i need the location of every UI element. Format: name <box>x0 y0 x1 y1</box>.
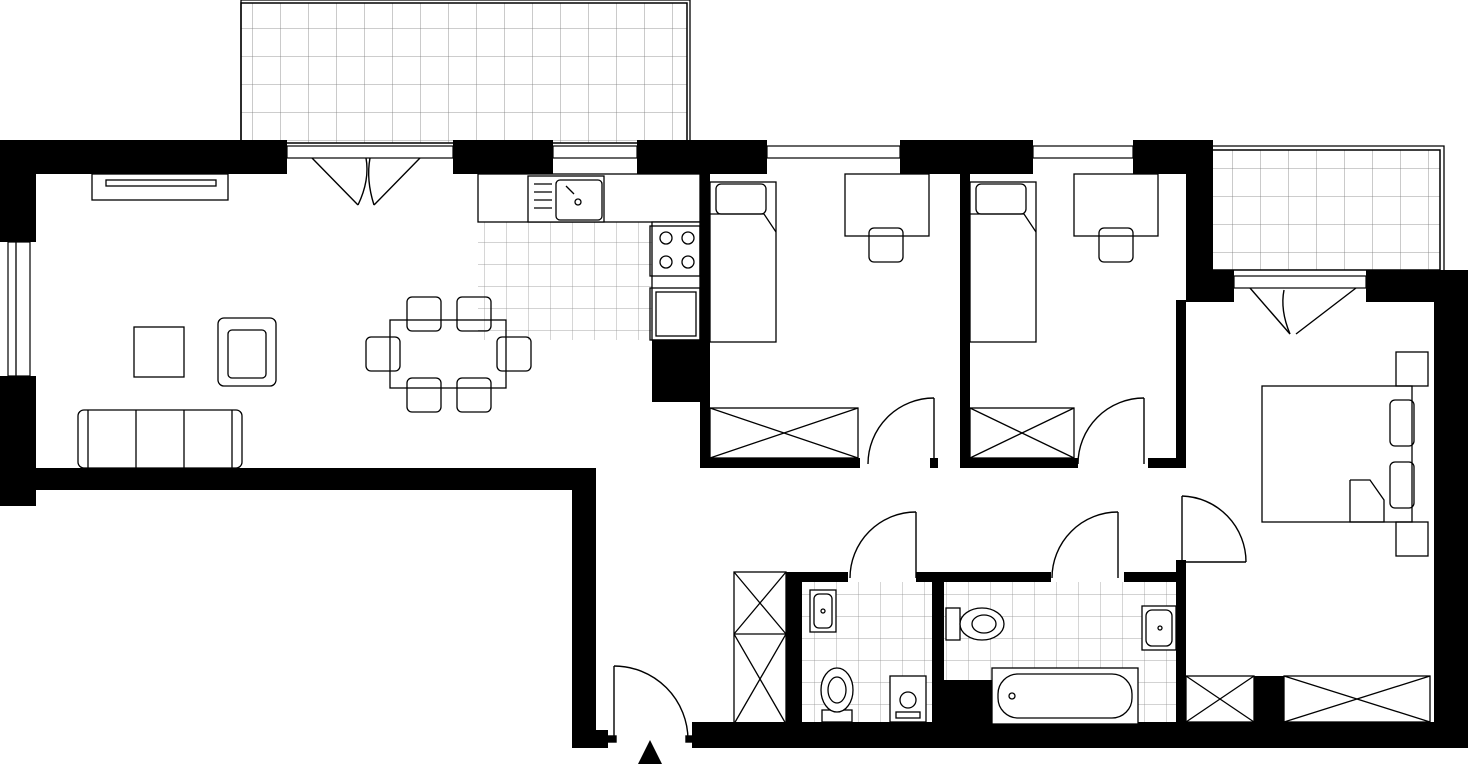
balcony-door-living[interactable] <box>311 157 421 206</box>
windows <box>7 145 1367 377</box>
balcony-large <box>240 0 691 144</box>
stove-icon <box>649 225 701 277</box>
desk-icon <box>1073 173 1159 237</box>
balcony-door-master[interactable] <box>1249 287 1357 335</box>
entrance-door[interactable] <box>607 665 695 743</box>
washing-machine-icon <box>889 675 927 723</box>
chair-icon <box>1098 227 1134 263</box>
coffee-table-icon <box>133 326 185 378</box>
washbasin-icon <box>1141 605 1177 651</box>
dining-table-icon <box>389 319 507 389</box>
wardrobe-icon <box>969 407 1075 459</box>
balcony-small <box>1211 145 1445 271</box>
sofa-icon <box>77 409 243 469</box>
washbasin-icon <box>809 589 837 633</box>
door-wc[interactable] <box>849 511 917 579</box>
tv-unit-icon <box>91 173 229 201</box>
door-bathroom[interactable] <box>1051 511 1119 579</box>
wardrobe-icon <box>1185 675 1431 723</box>
sink-icon <box>527 175 605 223</box>
door-bedroom-1[interactable] <box>867 397 935 465</box>
toilet-icon <box>945 607 1005 641</box>
armchair-icon <box>217 317 277 387</box>
entrance-arrow-icon <box>638 740 662 764</box>
toilet-icon <box>820 667 854 723</box>
bed-icon <box>969 181 1037 343</box>
walls <box>0 140 1468 748</box>
bathtub-icon <box>991 667 1139 725</box>
wardrobe-icon <box>709 407 859 459</box>
kitchen-tiles <box>478 222 652 340</box>
oven-icon <box>649 287 701 341</box>
door-master-bedroom[interactable] <box>1181 495 1247 563</box>
nightstand-icon <box>1395 351 1429 557</box>
chair-icon <box>868 227 904 263</box>
door-bedroom-2[interactable] <box>1077 397 1145 465</box>
dining-chair-icon <box>365 296 532 413</box>
desk-icon <box>844 173 930 237</box>
wardrobe-icon <box>733 571 787 725</box>
bed-icon <box>709 181 777 343</box>
double-bed-icon <box>1261 385 1415 523</box>
